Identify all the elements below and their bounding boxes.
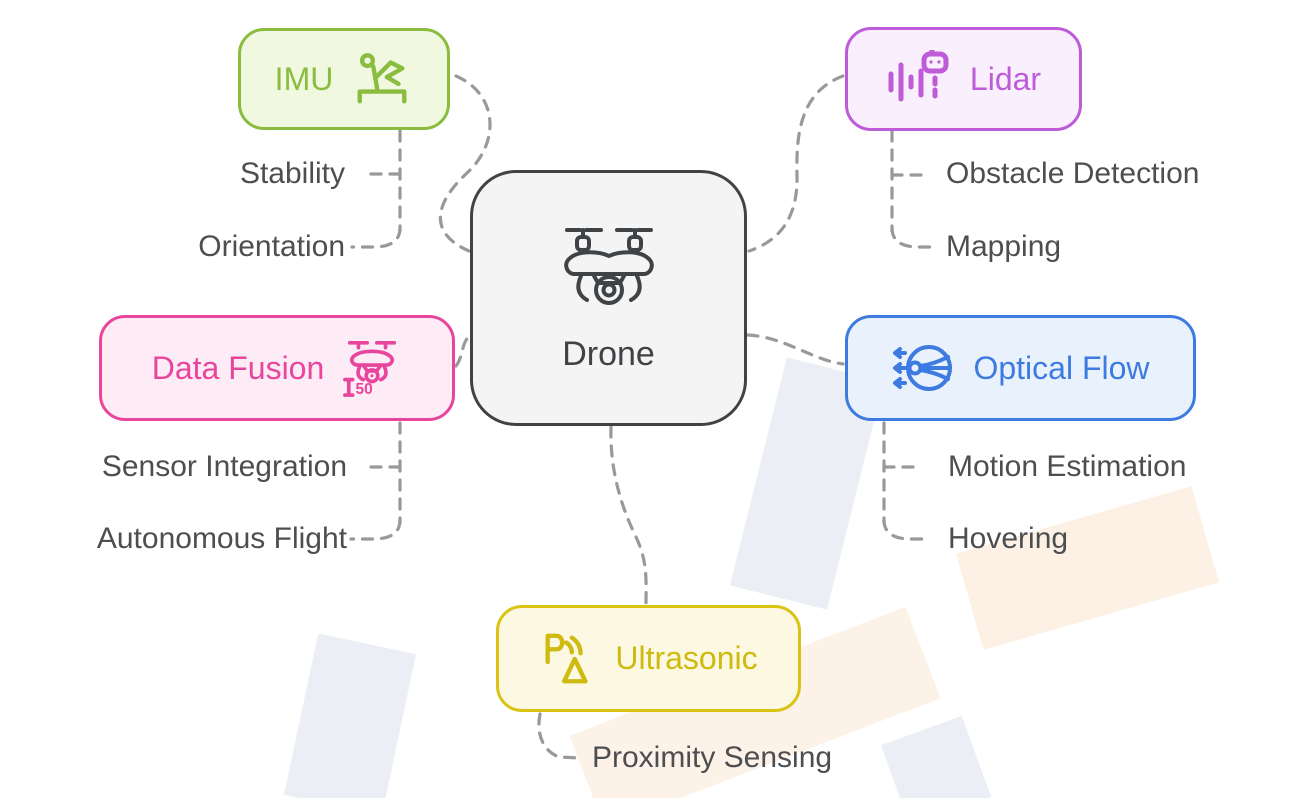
leaf-label-orientation: Orientation [198, 230, 345, 263]
leaf-label-mapping: Mapping [946, 230, 1062, 263]
node-lidar: Lidar [845, 27, 1082, 131]
connector-lidar-drone [747, 74, 845, 253]
connector-ultrasonic-proximity [537, 712, 581, 760]
leaf-label-proximity-sensing: Proximity Sensing [592, 741, 833, 774]
drone-altitude-icon: 50 [343, 341, 397, 398]
leaf-label-motion-estimation: Motion Estimation [948, 450, 1187, 483]
altitude-value-label: 50 [356, 381, 373, 398]
node-label: Ultrasonic [615, 640, 758, 676]
gymnast-icon [357, 53, 407, 104]
node-imu: IMU [238, 28, 450, 130]
connector-imu-drone [438, 74, 492, 253]
node-label: Data Fusion [151, 349, 325, 386]
connector-datafusion-drone [454, 334, 471, 368]
connector-opticalflow-hovering [882, 518, 932, 541]
leaf-label-stability: Stability [239, 157, 345, 190]
node-label: Lidar [969, 60, 1042, 97]
leaf-label-hovering: Hovering [948, 522, 1069, 555]
connector-opticalflow-drone [746, 333, 845, 366]
node-optical-flow: Optical Flow [845, 315, 1196, 421]
connector-drone-ultrasonic [609, 425, 648, 606]
node-label: Optical Flow [973, 349, 1150, 386]
proximity-sensor-icon [545, 633, 588, 683]
node-drone: Drone [470, 170, 747, 426]
node-data-fusion: Data Fusion 50 [99, 315, 455, 421]
lidar-scan-icon [888, 50, 949, 102]
leaf-label-sensor-integration: Sensor Integration [101, 450, 347, 483]
leaf-label-autonomous-flight: Autonomous Flight [96, 522, 347, 555]
connector-lidar-mapping [890, 226, 940, 249]
leaf-label-obstacle-detection: Obstacle Detection [946, 157, 1200, 190]
node-ultrasonic: Ultrasonic [496, 605, 801, 712]
connector-datafusion-autonomous [349, 518, 402, 541]
optical-flow-eye-icon [893, 345, 953, 391]
node-label: IMU [274, 60, 334, 97]
drone-icon [563, 227, 654, 305]
center-node-label: Drone [562, 334, 655, 373]
connector-imu-orientation [350, 226, 402, 249]
